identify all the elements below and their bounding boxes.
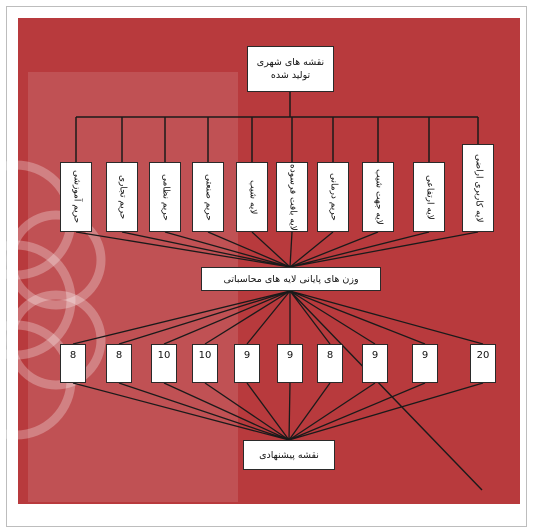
layer-label: لایه ارتفاعی <box>424 174 435 220</box>
weight-box: 9 <box>412 344 438 383</box>
layer-box: حریم تجاری <box>106 162 138 232</box>
connector-line <box>288 382 376 441</box>
weight-value: 9 <box>421 350 429 361</box>
final-weights-label: وزن های پایانی لایه های محاسباتی <box>223 273 359 285</box>
weight-value: 8 <box>326 350 334 361</box>
connector-line <box>72 290 291 345</box>
layer-box: لایه ارتفاعی <box>413 162 445 232</box>
weight-value: 8 <box>69 350 77 361</box>
layer-box: لایه جهت شیب <box>362 162 394 232</box>
connector-line <box>204 290 291 345</box>
layer-label: حریم نظامی <box>160 173 171 221</box>
connector-line <box>289 290 483 491</box>
proposed-map-label: نقشه پیشنهادی <box>259 449 319 461</box>
connector-line <box>289 290 331 345</box>
connector-line <box>75 231 291 268</box>
connector-line <box>164 231 291 268</box>
connector-line <box>163 290 291 345</box>
weight-box: 8 <box>60 344 86 383</box>
weight-box: 9 <box>234 344 260 383</box>
connector-line <box>289 290 426 345</box>
connector-line <box>72 382 290 441</box>
connector-line <box>289 231 379 268</box>
weight-box: 9 <box>362 344 388 383</box>
connector-line <box>246 290 291 345</box>
weight-value: 9 <box>371 350 379 361</box>
layer-box: لایه کاربری اراضی <box>462 144 494 232</box>
connector-line <box>118 382 290 441</box>
weight-box: 10 <box>192 344 218 383</box>
weight-value: 9 <box>286 350 294 361</box>
layer-label: لایه کاربری اراضی <box>473 153 484 223</box>
connector-line <box>204 382 290 441</box>
layer-label: لایه جهت شیب <box>373 169 384 225</box>
layer-box: لایه بافت فرسوده <box>276 162 308 232</box>
connector-line <box>288 382 426 441</box>
connector-line <box>289 231 334 268</box>
urban-maps-line1: نقشه های شهری <box>256 57 325 68</box>
connector-line <box>251 231 291 268</box>
layer-label: لایه بافت فرسوده <box>287 163 298 231</box>
layer-label: حریم درمانی <box>328 173 339 221</box>
weight-value: 8 <box>115 350 123 361</box>
connector-line <box>288 382 291 441</box>
connector-line <box>289 231 430 268</box>
proposed-map-box: نقشه پیشنهادی <box>243 440 335 470</box>
weight-box: 8 <box>106 344 132 383</box>
urban-maps-line2: تولید شده <box>270 70 311 81</box>
connector-line <box>121 231 291 268</box>
connector-line <box>289 231 293 268</box>
connector-line <box>289 231 479 268</box>
urban-maps-box: نقشه های شهری تولید شده <box>247 46 334 92</box>
connector-line <box>289 290 484 345</box>
weight-box: 9 <box>277 344 303 383</box>
layer-box: حریم صنعتی <box>192 162 224 232</box>
connector-line <box>246 382 290 441</box>
layer-box: لایه شیب <box>236 162 268 232</box>
final-weights-box: وزن های پایانی لایه های محاسباتی <box>201 267 381 291</box>
weight-value: 20 <box>476 350 490 361</box>
layer-label: حریم تجاری <box>117 174 128 220</box>
weight-value: 9 <box>243 350 251 361</box>
layer-box: حریم درمانی <box>317 162 349 232</box>
connector-line <box>207 231 291 268</box>
layer-box: حریم نظامی <box>149 162 181 232</box>
weight-value: 10 <box>157 350 171 361</box>
layer-label: حریم آموزشی <box>71 170 82 224</box>
connector-line <box>163 382 290 441</box>
connector-line <box>289 290 376 345</box>
weight-value: 10 <box>198 350 212 361</box>
connector-line <box>288 382 484 441</box>
layer-label: لایه شیب <box>247 179 258 215</box>
connector-line <box>118 290 291 345</box>
connector-line <box>288 382 331 441</box>
weight-box: 10 <box>151 344 177 383</box>
weight-box: 20 <box>470 344 496 383</box>
layer-label: حریم صنعتی <box>203 173 214 221</box>
layer-box: حریم آموزشی <box>60 162 92 232</box>
weight-box: 8 <box>317 344 343 383</box>
